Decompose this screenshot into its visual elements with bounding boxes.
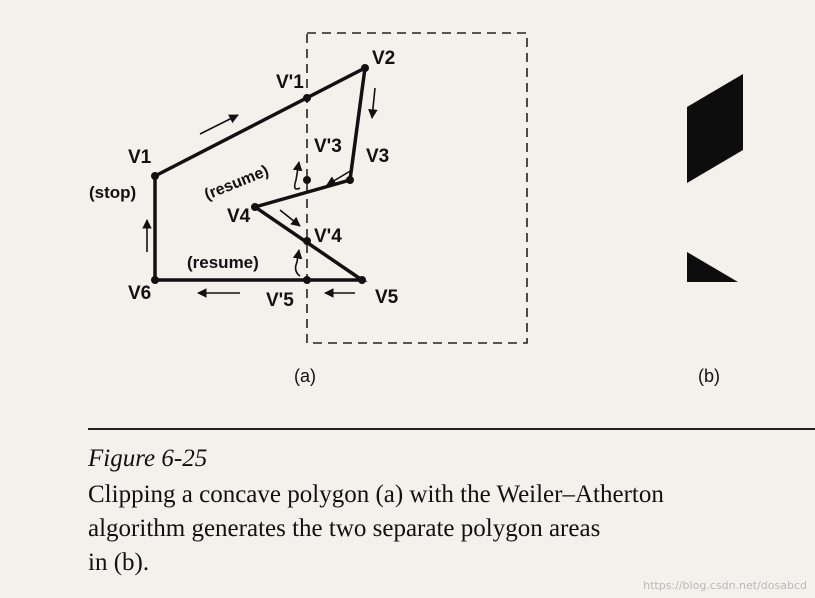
source-watermark: https://blog.csdn.net/dosabcd	[643, 579, 807, 592]
caption-line-1: Clipping a concave polygon (a) with the …	[88, 481, 664, 508]
label-v3: V3	[366, 146, 389, 167]
label-v3-prime: V'3	[314, 136, 342, 157]
annotation-resume-upper: (resume)	[202, 163, 271, 204]
result-polygon-lower	[687, 252, 738, 282]
panel-label-b: (b)	[698, 366, 720, 386]
annotation-resume-lower: (resume)	[187, 253, 259, 272]
caption-line-2: algorithm generates the two separate pol…	[88, 515, 601, 542]
panel-label-a: (a)	[294, 366, 316, 386]
traversal-arrows	[142, 87, 378, 298]
vertex-dots	[151, 64, 369, 284]
label-v1-prime: V'1	[276, 72, 304, 93]
annotation-stop: (stop)	[89, 183, 136, 202]
label-v5: V5	[375, 287, 399, 308]
label-v6: V6	[128, 283, 151, 304]
label-v4: V4	[227, 206, 251, 227]
result-polygon-upper	[687, 74, 743, 183]
label-v5-prime: V'5	[266, 290, 294, 311]
label-v4-prime: V'4	[314, 226, 342, 247]
caption-line-3: in (b).	[88, 549, 150, 576]
figure-caption-title: Figure 6-25	[88, 445, 208, 472]
clip-window	[306, 32, 528, 344]
label-v2: V2	[372, 48, 395, 69]
caption-divider	[88, 428, 815, 430]
label-v1: V1	[128, 147, 152, 168]
